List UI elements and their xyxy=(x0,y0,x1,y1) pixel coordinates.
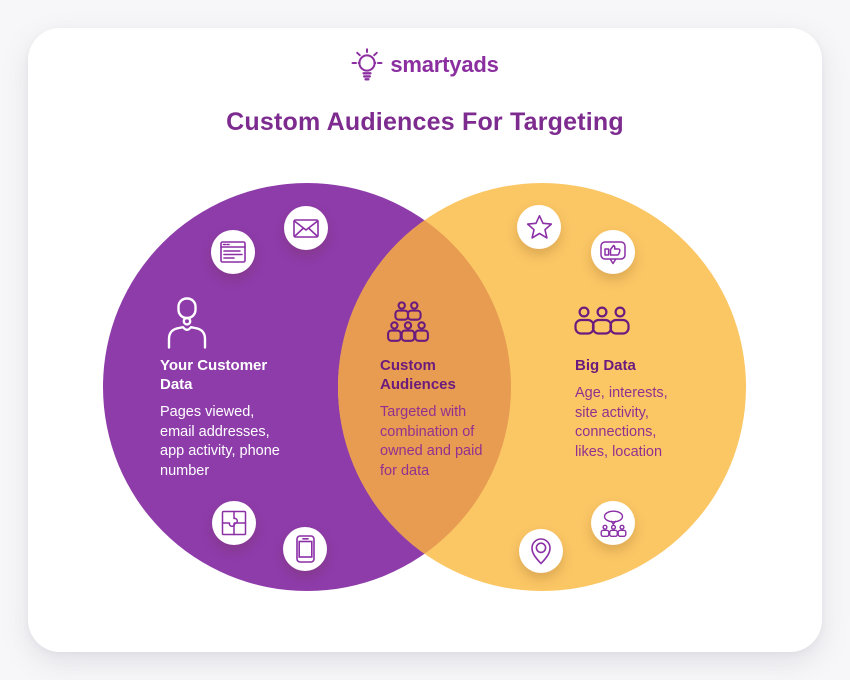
puzzle-icon xyxy=(221,510,247,536)
crowd-chat-icon xyxy=(600,509,627,537)
puzzle-icon-badge xyxy=(212,501,256,545)
thumbs-up-icon-badge xyxy=(591,230,635,274)
right-body: Age, interests, site activity, connectio… xyxy=(575,385,668,460)
section-big-data: Big Data Age, interests, site activity, … xyxy=(575,356,693,462)
location-pin-icon-badge xyxy=(519,529,563,573)
mail-icon xyxy=(293,218,319,238)
mail-icon-badge xyxy=(284,206,328,250)
lightbulb-icon xyxy=(351,48,383,81)
center-heading: Custom Audiences xyxy=(380,357,456,393)
section-your-customer-data: Your Customer Data Pages viewed, email a… xyxy=(160,356,292,481)
left-heading: Your Customer Data xyxy=(160,357,268,393)
overlap-region xyxy=(338,183,511,591)
page-title: Custom Audiences For Targeting xyxy=(226,108,624,136)
right-heading: Big Data xyxy=(575,357,636,374)
logo-text: smartyads xyxy=(390,52,499,77)
people-group-icon xyxy=(387,301,429,342)
phone-icon xyxy=(295,535,315,563)
webpage-icon xyxy=(220,241,246,263)
thumbs-up-icon xyxy=(600,240,626,264)
crowd-chat-icon-badge xyxy=(591,501,635,545)
center-body: Targeted with combination of owned and p… xyxy=(380,404,483,479)
section-custom-audiences: Custom Audiences Targeted with combinati… xyxy=(380,356,496,481)
left-body: Pages viewed, email addresses, app activ… xyxy=(160,404,280,479)
location-pin-icon xyxy=(531,538,551,565)
star-icon-badge xyxy=(517,205,561,249)
people-row-icon xyxy=(574,306,630,335)
webpage-icon-badge xyxy=(211,230,255,274)
person-icon xyxy=(167,297,207,349)
phone-icon-badge xyxy=(283,527,327,571)
logo: smartyads xyxy=(0,47,850,83)
star-icon xyxy=(526,215,552,239)
